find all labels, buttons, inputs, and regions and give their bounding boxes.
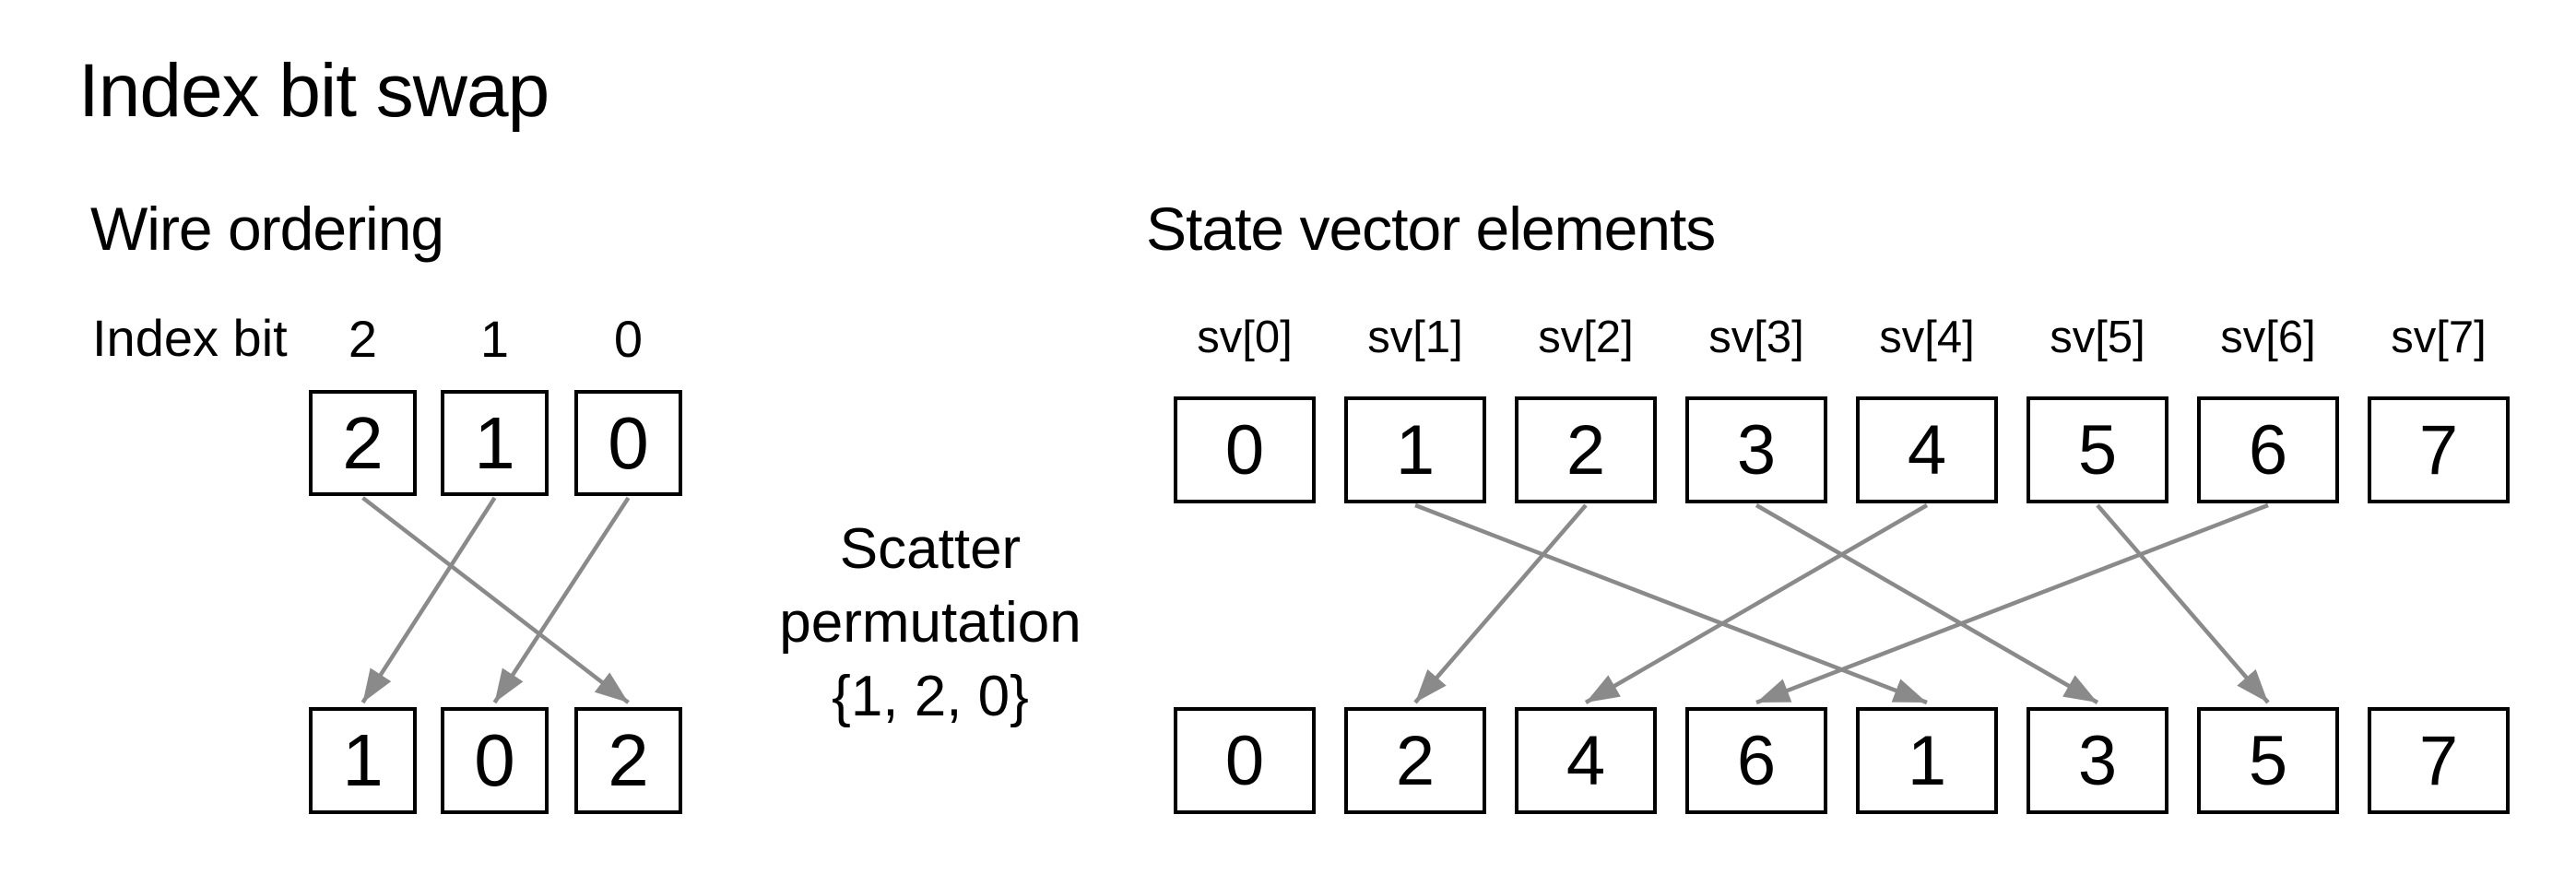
sv-element-label: sv[2] (1538, 313, 1634, 362)
sv-top-box: 0 (1174, 396, 1316, 503)
sv-element-label: sv[4] (1879, 313, 1975, 362)
caption-line-1: Scatter (839, 517, 1022, 581)
sv-element-label: sv[6] (2220, 313, 2316, 362)
sv-top-box: 4 (1856, 396, 1998, 503)
sv-element-label: sv[3] (1708, 313, 1804, 362)
slide-title: Index bit swap (78, 49, 549, 133)
sv-bottom-box: 0 (1174, 707, 1316, 814)
wire-top-box: 1 (441, 390, 549, 496)
wire-top-box: 0 (574, 390, 682, 496)
sv-bottom-box: 6 (1685, 707, 1827, 814)
right-section-heading: State vector elements (1146, 195, 1716, 263)
sv-bottom-box: 2 (1344, 707, 1486, 814)
permutation-arrow (1755, 502, 2269, 705)
permutation-arrow (1414, 502, 1928, 705)
permutation-arrow (1755, 503, 2099, 704)
caption-line-3: {1, 2, 0} (832, 665, 1029, 728)
permutation-arrow (1413, 503, 1588, 704)
left-section-heading: Wire ordering (90, 195, 444, 263)
sv-bottom-box: 7 (2368, 707, 2510, 814)
sv-top-box: 6 (2197, 396, 2339, 503)
sv-element-label: sv[0] (1197, 313, 1293, 362)
sv-top-box: 1 (1344, 396, 1486, 503)
permutation-arrow (1584, 503, 1929, 704)
sv-top-box: 5 (2027, 396, 2168, 503)
sv-element-label: sv[1] (1367, 313, 1463, 362)
sv-element-label: sv[7] (2391, 313, 2487, 362)
index-bit-axis-label: Index bit (92, 309, 288, 367)
wire-bottom-box: 0 (441, 707, 549, 814)
sv-bottom-box: 3 (2027, 707, 2168, 814)
sv-bottom-box: 1 (1856, 707, 1998, 814)
bit-position-label: 0 (613, 310, 644, 368)
scatter-permutation-caption: Scatter permutation {1, 2, 0} (709, 513, 1152, 734)
permutation-arrow (360, 496, 497, 704)
bit-position-label: 2 (348, 310, 378, 368)
bit-position-label: 1 (479, 310, 510, 368)
caption-line-2: permutation (779, 591, 1081, 655)
wire-bottom-box: 2 (574, 707, 682, 814)
wire-bottom-box: 1 (309, 707, 417, 814)
sv-element-label: sv[5] (2050, 313, 2145, 362)
sv-top-box: 7 (2368, 396, 2510, 503)
permutation-arrow (361, 496, 630, 704)
sv-bottom-box: 5 (2197, 707, 2339, 814)
permutation-arrow (492, 496, 631, 704)
sv-bottom-box: 4 (1515, 707, 1657, 814)
permutation-arrow (2096, 503, 2270, 704)
sv-top-box: 2 (1515, 396, 1657, 503)
wire-top-box: 2 (309, 390, 417, 496)
sv-top-box: 3 (1685, 396, 1827, 503)
